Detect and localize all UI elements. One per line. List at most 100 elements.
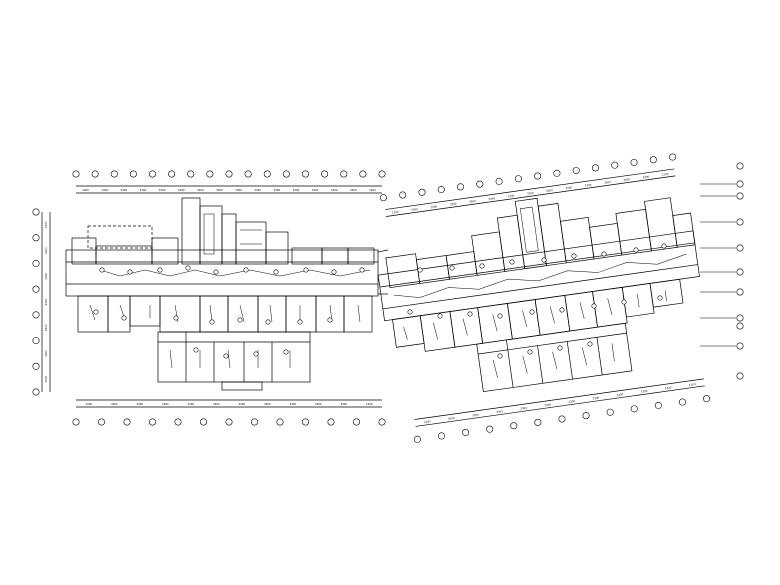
axis-bubble bbox=[301, 170, 309, 178]
axis-bubble bbox=[495, 177, 503, 185]
axis-bubble bbox=[736, 342, 744, 350]
dimension-label: 3300 bbox=[187, 402, 194, 406]
axis-bubble bbox=[557, 345, 563, 351]
left-wing-plan bbox=[41, 185, 382, 408]
dimension-label: 1200 bbox=[366, 402, 373, 406]
dimension-label: 3300 bbox=[159, 188, 166, 192]
axis-bubble bbox=[149, 418, 157, 426]
dimension-label: 3300 bbox=[136, 402, 143, 406]
axis-bubble bbox=[558, 415, 566, 423]
axis-bubble bbox=[437, 186, 445, 194]
right-fixtures bbox=[394, 206, 687, 378]
axis-bubble bbox=[174, 418, 182, 426]
dimension-label: 3300 bbox=[315, 402, 322, 406]
wing-connector bbox=[377, 249, 389, 295]
dimension-label: 3300 bbox=[585, 183, 592, 188]
axis-bubble bbox=[553, 169, 561, 177]
left-bottom-dimension-line bbox=[76, 399, 382, 408]
axis-bubble bbox=[32, 259, 40, 267]
axis-bubble bbox=[486, 425, 494, 433]
axis-bubble bbox=[510, 422, 518, 430]
axis-bubble bbox=[559, 307, 565, 313]
axis-bubble bbox=[736, 192, 744, 200]
axis-bubble bbox=[649, 156, 657, 164]
axis-bubble bbox=[678, 398, 686, 406]
dimension-label: 3300 bbox=[488, 196, 495, 201]
dimension-label: 3300 bbox=[289, 402, 296, 406]
axis-bubble bbox=[187, 170, 195, 178]
axis-bubble bbox=[514, 175, 522, 183]
right-wing-plan bbox=[377, 168, 705, 427]
dimension-label: 2400 bbox=[44, 298, 48, 305]
left-dashed-outline bbox=[87, 225, 153, 249]
axis-bubble bbox=[173, 315, 179, 321]
axis-bubble bbox=[157, 267, 163, 273]
axis-bubble bbox=[630, 405, 638, 413]
axis-bubble bbox=[529, 309, 535, 315]
axis-bubble bbox=[736, 268, 744, 276]
left-bottom-block bbox=[157, 331, 311, 391]
axis-bubble bbox=[611, 161, 619, 169]
dimension-label: 3300 bbox=[178, 188, 185, 192]
axis-bubble bbox=[237, 317, 243, 323]
axis-bubble bbox=[736, 180, 744, 188]
dimension-label: 3300 bbox=[642, 174, 649, 179]
axis-bubble bbox=[253, 351, 259, 357]
dimension-label: 3300 bbox=[140, 188, 147, 192]
right-bottom-block bbox=[476, 322, 633, 393]
axis-bubble bbox=[121, 315, 127, 321]
left-fixtures bbox=[89, 213, 371, 369]
axis-bubble bbox=[359, 267, 365, 273]
axis-bubble bbox=[703, 395, 711, 403]
dimension-label: 3300 bbox=[496, 409, 503, 414]
axis-bubble bbox=[273, 269, 279, 275]
dimension-label: 1200 bbox=[82, 188, 89, 192]
axis-bubble bbox=[32, 388, 40, 396]
axis-bubble bbox=[417, 267, 423, 273]
dimension-label: 3300 bbox=[264, 402, 271, 406]
axis-bubble bbox=[32, 362, 40, 370]
dimension-label: 3300 bbox=[411, 207, 418, 212]
axis-bubble bbox=[321, 170, 329, 178]
left-vertical-dimension-line bbox=[41, 212, 51, 392]
axis-bubble bbox=[168, 170, 176, 178]
dimension-label: 1200 bbox=[369, 188, 376, 192]
dimension-label: 3300 bbox=[472, 413, 479, 418]
axis-bubble bbox=[449, 265, 455, 271]
axis-bubble bbox=[534, 172, 542, 180]
axis-bubble bbox=[621, 299, 627, 305]
dimension-label: 1200 bbox=[85, 402, 92, 406]
axis-bubble bbox=[736, 322, 744, 330]
dimension-label: 3300 bbox=[448, 416, 455, 421]
dimension-label: 3300 bbox=[121, 188, 128, 192]
dimension-label: 1200 bbox=[424, 419, 431, 424]
axis-bubble bbox=[32, 234, 40, 242]
left-upper-rooms bbox=[71, 197, 375, 265]
dimension-label: 1200 bbox=[662, 172, 669, 177]
axis-bubble bbox=[213, 269, 219, 275]
axis-bubble bbox=[297, 319, 303, 325]
axis-bubble bbox=[149, 170, 157, 178]
axis-bubble bbox=[98, 418, 106, 426]
dimension-labels: 1200 3300 3300 3300 3300 3300 3300 3300 3300 3300… bbox=[44, 172, 696, 424]
axis-bubble bbox=[497, 313, 503, 319]
axis-bubble bbox=[571, 253, 577, 259]
dimension-label: 3300 bbox=[665, 385, 672, 390]
axis-bubble bbox=[123, 418, 131, 426]
axis-bubble bbox=[206, 170, 214, 178]
dimension-label: 3300 bbox=[331, 188, 338, 192]
dimension-label: 3300 bbox=[274, 188, 281, 192]
axis-bubble bbox=[223, 353, 229, 359]
axis-bubble bbox=[467, 311, 473, 317]
axis-bubble bbox=[654, 401, 662, 409]
dimension-label: 3300 bbox=[520, 406, 527, 411]
axis-bubble bbox=[601, 251, 607, 257]
axis-bubble bbox=[283, 349, 289, 355]
axis-bubble bbox=[244, 170, 252, 178]
axis-bubble bbox=[736, 314, 744, 322]
left-top-dimension-line bbox=[76, 185, 382, 194]
axis-bubble bbox=[93, 309, 99, 315]
axis-bubble bbox=[243, 267, 249, 273]
axis-bubble bbox=[99, 267, 105, 273]
